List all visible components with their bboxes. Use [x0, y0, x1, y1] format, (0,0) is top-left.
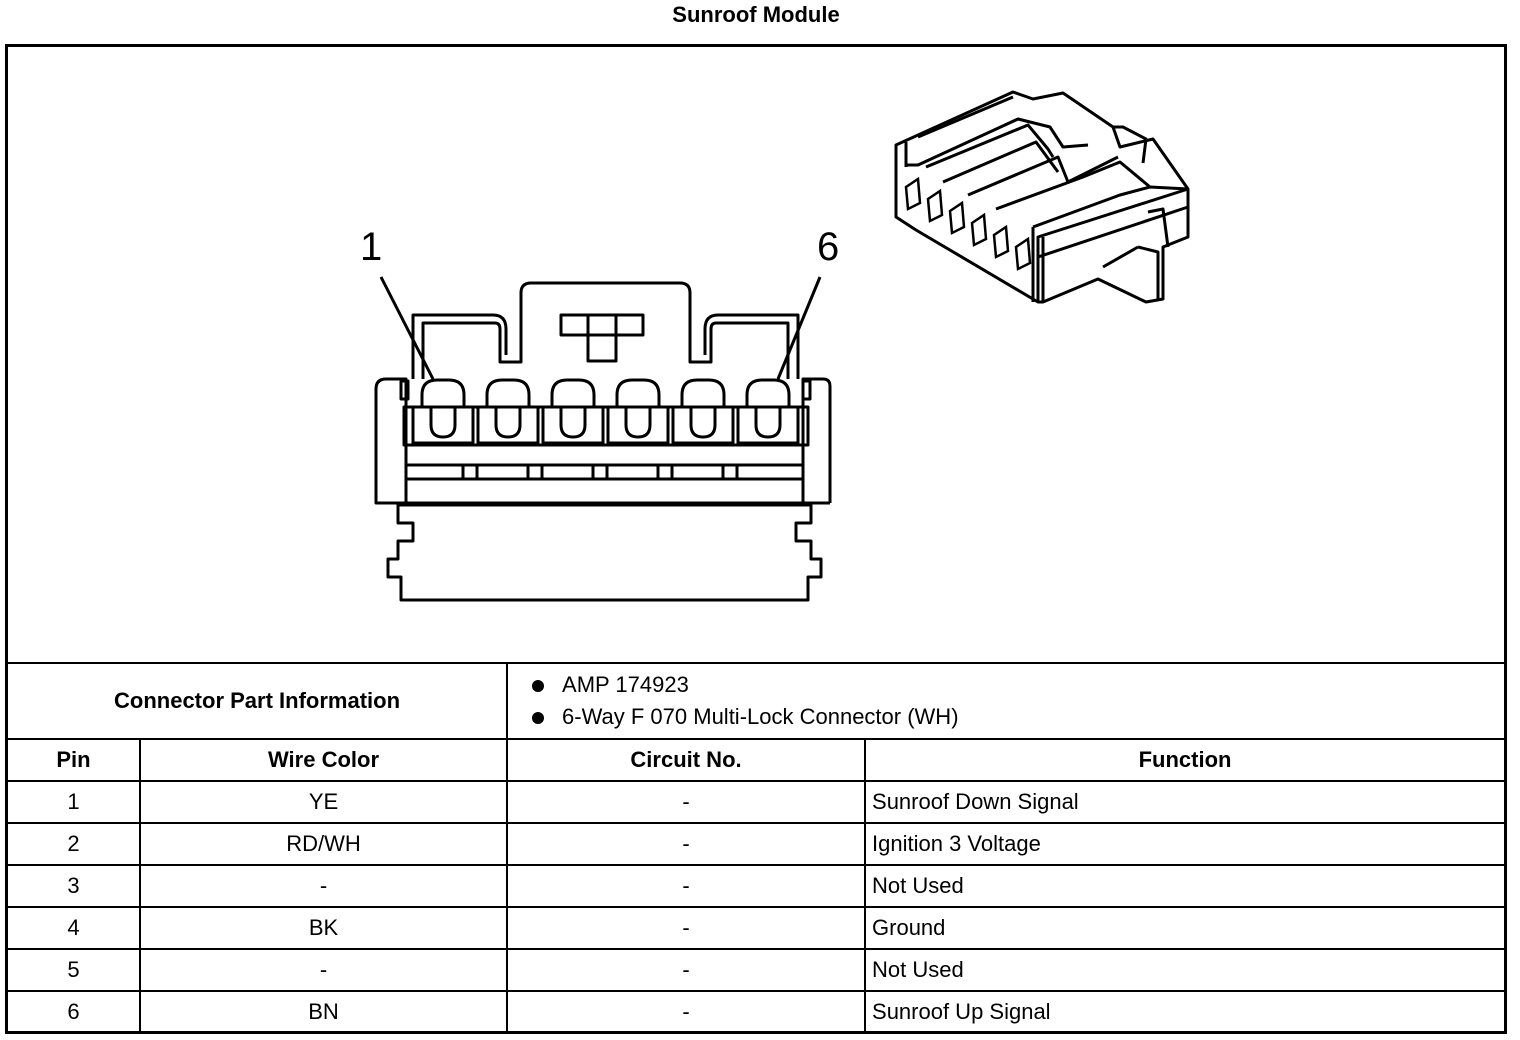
cell-function: Sunroof Down Signal: [864, 780, 1505, 824]
cell-circuit-no: -: [506, 822, 867, 866]
connector-info-list: AMP 174923 6-Way F 070 Multi-Lock Connec…: [506, 662, 1505, 740]
connector-panel: 1 6: [5, 44, 1507, 1034]
cell-pin: 6: [8, 990, 141, 1032]
cell-function: Not Used: [864, 864, 1505, 908]
cell-pin: 2: [8, 822, 141, 866]
table-row: 5 - - Not Used: [8, 948, 1505, 992]
cell-pin: 5: [8, 948, 141, 992]
cell-circuit-no: -: [506, 780, 867, 824]
connector-info-label: Connector Part Information: [8, 662, 509, 740]
cell-circuit-no: -: [506, 948, 867, 992]
cell-wire-color: -: [138, 948, 509, 992]
header-circuit-no: Circuit No.: [506, 738, 867, 782]
cell-function: Ground: [864, 906, 1505, 950]
cell-wire-color: -: [138, 864, 509, 908]
connector-figure: 1 6: [8, 47, 1504, 662]
connector-pin-table: Connector Part Information AMP 174923 6-…: [8, 662, 1505, 1032]
pin-1-label: 1: [360, 225, 383, 269]
connector-info-item: 6-Way F 070 Multi-Lock Connector (WH): [528, 701, 1504, 733]
table-row: 4 BK - Ground: [8, 906, 1505, 950]
table-header-row: Pin Wire Color Circuit No. Function: [8, 738, 1505, 782]
connector-info-row: Connector Part Information AMP 174923 6-…: [8, 662, 1505, 740]
cell-circuit-no: -: [506, 990, 867, 1032]
cell-pin: 3: [8, 864, 141, 908]
header-pin: Pin: [8, 738, 141, 782]
connector-face-drawing: [374, 276, 832, 602]
cell-pin: 4: [8, 906, 141, 950]
connector-info-item: AMP 174923: [528, 669, 1504, 701]
page-title: Sunroof Module: [672, 2, 840, 27]
table-row: 2 RD/WH - Ignition 3 Voltage: [8, 822, 1505, 866]
header-wire-color: Wire Color: [138, 738, 509, 782]
cell-circuit-no: -: [506, 906, 867, 950]
cell-wire-color: BK: [138, 906, 509, 950]
cell-function: Not Used: [864, 948, 1505, 992]
header-function: Function: [864, 738, 1505, 782]
cell-wire-color: RD/WH: [138, 822, 509, 866]
table-row: 3 - - Not Used: [8, 864, 1505, 908]
cell-pin: 1: [8, 780, 141, 824]
table-row: 6 BN - Sunroof Up Signal: [8, 990, 1505, 1032]
connector-isometric-drawing: [894, 90, 1190, 304]
pin-6-label: 6: [817, 225, 840, 269]
cell-wire-color: YE: [138, 780, 509, 824]
cell-function: Ignition 3 Voltage: [864, 822, 1505, 866]
cell-function: Sunroof Up Signal: [864, 990, 1505, 1032]
cell-circuit-no: -: [506, 864, 867, 908]
cell-wire-color: BN: [138, 990, 509, 1032]
table-row: 1 YE - Sunroof Down Signal: [8, 780, 1505, 824]
